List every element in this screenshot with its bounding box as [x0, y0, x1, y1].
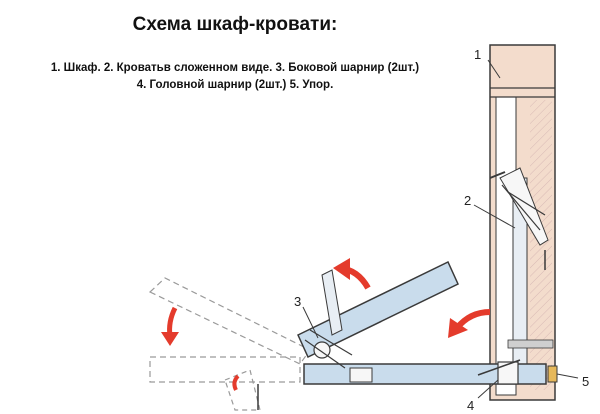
hinge-plate — [349, 367, 373, 383]
callout-leaders — [302, 59, 579, 399]
arrow-small — [232, 374, 240, 391]
head-hinge — [477, 359, 521, 385]
ghost-leg — [224, 369, 261, 411]
leader-5 — [556, 373, 579, 379]
callout-3: 3 — [294, 294, 301, 309]
callout-1: 1 — [474, 47, 481, 62]
side-hinge-mechanism — [304, 269, 373, 383]
callout-2: 2 — [464, 193, 471, 208]
ghost-bed-raised — [148, 277, 311, 365]
hinge-bar-3 — [507, 191, 546, 216]
legend-line-2: 4. Головной шарнир (2шт.) 5. Упор. — [136, 79, 334, 91]
arrow-swing-down-head — [161, 332, 179, 346]
callout-5: 5 — [582, 374, 589, 389]
hinge-link-b — [309, 329, 353, 356]
bed-raised-position — [297, 260, 459, 359]
leader-1 — [487, 59, 501, 79]
cabinet-side-hatch — [530, 100, 552, 390]
arrow-fold-up-head — [333, 258, 350, 280]
folded-bed — [489, 167, 554, 374]
arrow-fold-down — [454, 309, 491, 330]
ghost-bed-positions — [148, 277, 311, 411]
spring-coil — [507, 339, 554, 349]
ghost-bed-lowered — [149, 356, 301, 383]
arrow-swing-down — [167, 306, 178, 337]
legend-line-1: 1. Шкаф. 2. Кроватьв сложенном виде. 3. … — [50, 62, 420, 74]
arrow-fold-down-head — [448, 318, 468, 338]
leader-2 — [473, 204, 516, 229]
hinge-bar-1 — [489, 171, 506, 179]
leader-3 — [302, 306, 319, 339]
callout-4: 4 — [467, 398, 474, 413]
motion-arrows — [161, 258, 491, 391]
hinge-link-a — [304, 339, 346, 369]
head-hinge-plate — [497, 361, 519, 385]
head-hinge-link — [477, 359, 521, 376]
hinge-link-upright — [321, 269, 343, 336]
diagram-title: Схема шкаф-кровати: — [132, 14, 338, 35]
stop-block — [547, 365, 558, 383]
leader-4 — [477, 379, 499, 399]
